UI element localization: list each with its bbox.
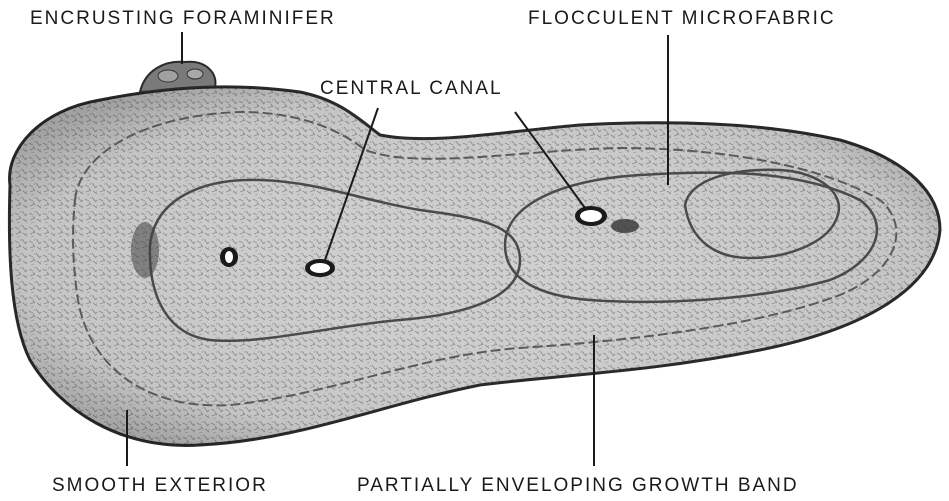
label-central-canal: CENTRAL CANAL <box>320 78 503 100</box>
left-shadow <box>131 222 159 278</box>
label-smooth-exterior: SMOOTH EXTERIOR <box>52 475 268 497</box>
label-encrusting-foraminifer: ENCRUSTING FORAMINIFER <box>30 8 336 30</box>
label-growth-band: PARTIALLY ENVELOPING GROWTH BAND <box>357 475 799 497</box>
central-canal-left <box>305 259 335 277</box>
label-flocculent-microfabric: FLOCCULENT MICROFABRIC <box>528 8 836 30</box>
canal-small-left <box>220 247 238 267</box>
